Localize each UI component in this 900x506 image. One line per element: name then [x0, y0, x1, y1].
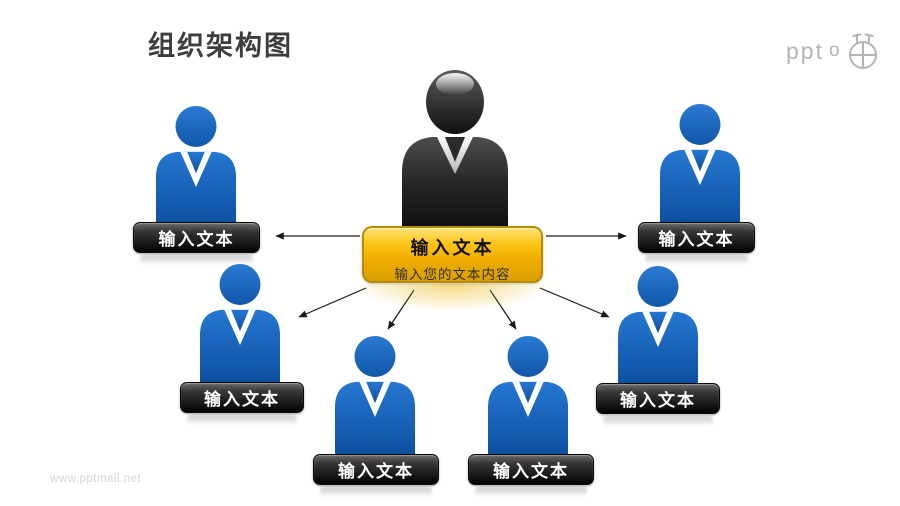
- member-person-icon: [656, 103, 744, 224]
- leader-textbox[interactable]: 输入文本 输入您的文本内容: [362, 226, 543, 283]
- member-textbox-label: 输入文本: [204, 390, 280, 409]
- leader-person-icon: [400, 70, 510, 230]
- crosshair-circle-icon: [848, 33, 877, 69]
- member-textbox-label: 输入文本: [620, 391, 696, 410]
- watermark: www.pptmall.net: [50, 473, 142, 485]
- member-textbox-bottom-left[interactable]: 输入文本: [313, 454, 439, 485]
- member-figure-top-left: [152, 105, 240, 226]
- member-textbox-mid-left[interactable]: 输入文本: [180, 382, 304, 413]
- member-figure-bottom-left: [331, 335, 419, 456]
- member-textbox-label: 输入文本: [658, 230, 735, 249]
- member-textbox-top-left[interactable]: 输入文本: [133, 222, 260, 253]
- member-person-icon: [614, 265, 702, 386]
- member-textbox-mid-right[interactable]: 输入文本: [596, 383, 720, 414]
- member-person-icon: [152, 105, 240, 226]
- member-textbox-label: 输入文本: [493, 462, 569, 481]
- logo-text: ppt: [786, 37, 824, 64]
- leader-box-glow: [352, 284, 552, 312]
- member-person-icon: [196, 263, 284, 384]
- member-textbox-bottom-right[interactable]: 输入文本: [468, 454, 594, 485]
- member-figure-bottom-right: [484, 335, 572, 456]
- leader-textbox-subtitle: 输入您的文本内容: [394, 267, 511, 282]
- member-figure-mid-left: [196, 263, 284, 384]
- leader-figure: [400, 70, 510, 230]
- leader-textbox-title: 输入文本: [410, 238, 495, 258]
- member-person-icon: [331, 335, 419, 456]
- pptmall-logo: ppt o: [786, 30, 883, 72]
- page-title: 组织架构图: [148, 31, 293, 61]
- logo-o-text: o: [828, 40, 840, 61]
- member-figure-top-right: [656, 103, 744, 224]
- member-textbox-label: 输入文本: [338, 462, 414, 481]
- member-person-icon: [484, 335, 572, 456]
- member-textbox-top-right[interactable]: 输入文本: [638, 222, 755, 253]
- member-figure-mid-right: [614, 265, 702, 386]
- member-textbox-label: 输入文本: [158, 230, 235, 249]
